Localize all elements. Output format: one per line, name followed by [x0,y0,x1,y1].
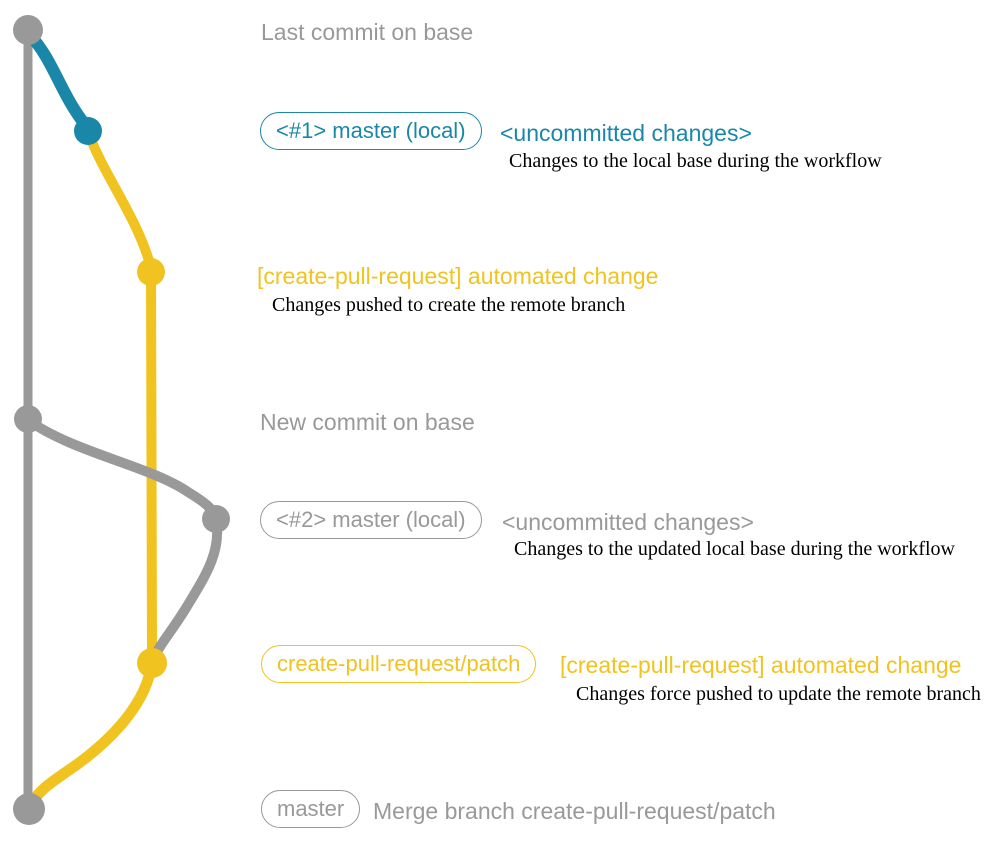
rebase-curve [148,515,223,666]
automated-change-description-1: Changes pushed to create the remote bran… [272,294,626,316]
branch-label-text: master [277,796,345,822]
merge-curve [24,655,158,812]
commit-dot-patch-2 [137,648,167,678]
commit-dot-last-base [13,15,43,45]
branch-label-master-local-2: <#2> master (local) [260,501,482,539]
updated-local-branch-curve [23,415,221,523]
uncommitted-changes-2: <uncommitted changes> [502,509,754,535]
new-commit-heading: New commit on base [260,409,475,435]
automated-change-heading-2: [create-pull-request] automated change [560,652,962,678]
branch-label-text: <#2> master (local) [276,507,466,533]
uncommitted-changes-1-description: Changes to the local base during the wor… [509,150,882,172]
branch-label-patch: create-pull-request/patch [261,645,537,683]
branch-label-text: <#1> master (local) [276,118,466,144]
commit-dot-local-2 [202,505,230,533]
branch-label-master: master [261,790,361,828]
git-graph [13,15,230,825]
last-commit-heading: Last commit on base [261,19,474,45]
automated-change-heading-1: [create-pull-request] automated change [257,263,659,289]
automated-change-description-2: Changes force pushed to update the remot… [576,683,981,705]
local-master-branch-curve [23,28,93,133]
uncommitted-changes-1: <uncommitted changes> [500,120,752,146]
commit-dot-local-1 [74,117,102,145]
commit-dot-new-base [14,405,42,433]
uncommitted-changes-2-description: Changes to the updated local base during… [514,538,955,560]
branch-label-master-local-1: <#1> master (local) [260,112,482,150]
merge-heading: Merge branch create-pull-request/patch [373,798,776,824]
patch-branch-line [84,129,157,661]
branch-label-text: create-pull-request/patch [277,651,521,677]
commit-dot-merge [13,793,45,825]
commit-dot-patch-1 [137,258,165,286]
